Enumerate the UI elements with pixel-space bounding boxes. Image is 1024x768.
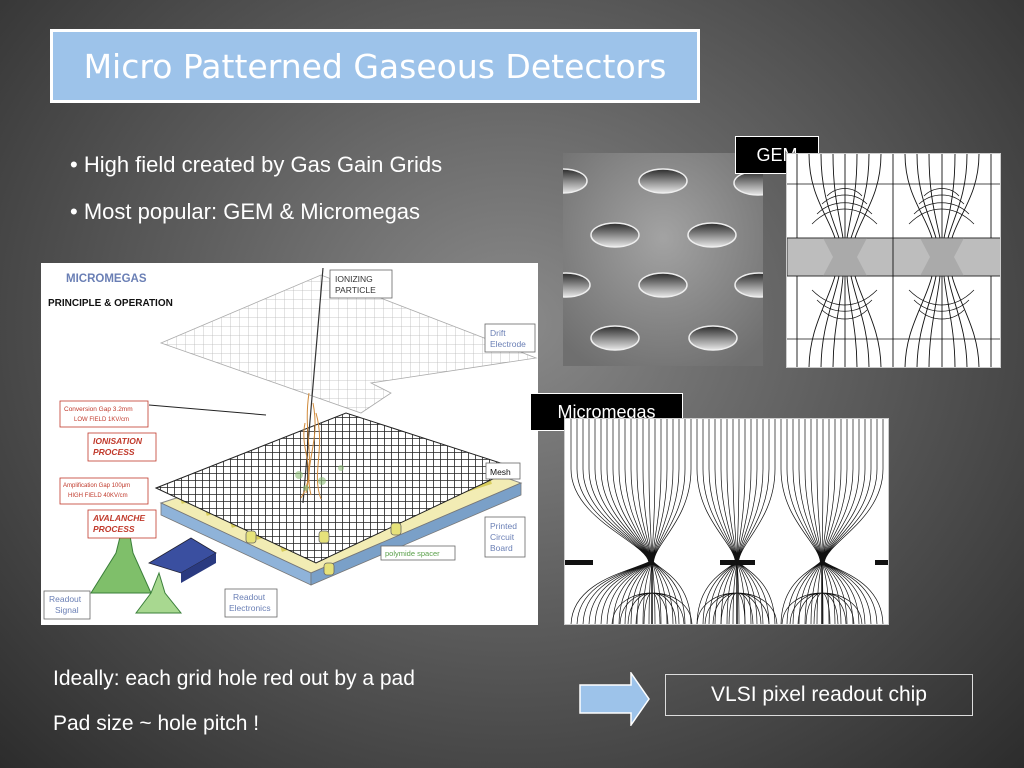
slide-title: Micro Patterned Gaseous Detectors	[83, 46, 667, 86]
svg-text:LOW FIELD 1KV/cm: LOW FIELD 1KV/cm	[74, 417, 129, 423]
svg-text:Board: Board	[490, 543, 513, 553]
bullet-item: • High field created by Gas Gain Grids	[70, 152, 443, 177]
gem-field-plot	[786, 153, 1001, 368]
label-readout-signal: Readout	[49, 594, 82, 604]
particle-track	[302, 267, 324, 504]
micromesh-grid	[154, 412, 518, 564]
micromegas-diagram-svg: MICROMEGAS PRINCIPLE & OPERATION IONIZIN…	[43, 267, 538, 620]
label-pcb: Printed	[490, 521, 517, 531]
svg-text:Circuit: Circuit	[490, 532, 515, 542]
svg-text:PROCESS: PROCESS	[93, 524, 135, 534]
drift-electrode-grid	[159, 274, 538, 414]
label-mesh: Mesh	[490, 467, 511, 477]
label-avalanche: AVALANCHE	[92, 513, 145, 523]
micromegas-principle-diagram: MICROMEGAS PRINCIPLE & OPERATION IONIZIN…	[41, 263, 538, 625]
right-arrow-icon	[579, 672, 650, 726]
svg-text:PARTICLE: PARTICLE	[335, 285, 376, 295]
micromegas-field-lines	[570, 419, 884, 624]
svg-text:PROCESS: PROCESS	[93, 447, 135, 457]
diagram-subheading: PRINCIPLE & OPERATION	[48, 298, 173, 309]
label-ionizing: IONIZING	[335, 274, 373, 284]
mesh-segment	[565, 560, 593, 565]
label-spacer: polymide spacer	[385, 549, 440, 558]
label-drift-electrode: Drift	[490, 328, 506, 338]
bullet-list: • High field created by Gas Gain Grids •…	[70, 152, 442, 246]
svg-text:Electronics: Electronics	[229, 603, 271, 613]
label-amplification-gap: Amplification Gap 100μm	[63, 483, 130, 489]
gem-sem-photo	[563, 153, 763, 366]
footer-text-line1: Ideally: each grid hole red out by a pad	[53, 667, 415, 690]
bullet-item: • Most popular: GEM & Micromegas	[70, 199, 421, 224]
mesh-segment	[875, 560, 888, 565]
micromegas-field-plot	[564, 418, 889, 625]
label-conversion-gap: Conversion Gap 3.2mm	[64, 406, 133, 413]
svg-text:Signal: Signal	[55, 605, 79, 615]
vlsi-readout-chip-box: VLSI pixel readout chip	[665, 674, 973, 716]
slide-title-box: Micro Patterned Gaseous Detectors	[50, 29, 700, 103]
svg-text:Electrode: Electrode	[490, 339, 526, 349]
diagram-heading: MICROMEGAS	[66, 273, 147, 285]
label-ionisation: IONISATION	[93, 436, 143, 446]
svg-text:HIGH FIELD 40KV/cm: HIGH FIELD 40KV/cm	[68, 493, 128, 499]
footer-text-line2: Pad size ~ hole pitch !	[53, 712, 260, 735]
label-readout-electronics: Readout	[233, 592, 266, 602]
